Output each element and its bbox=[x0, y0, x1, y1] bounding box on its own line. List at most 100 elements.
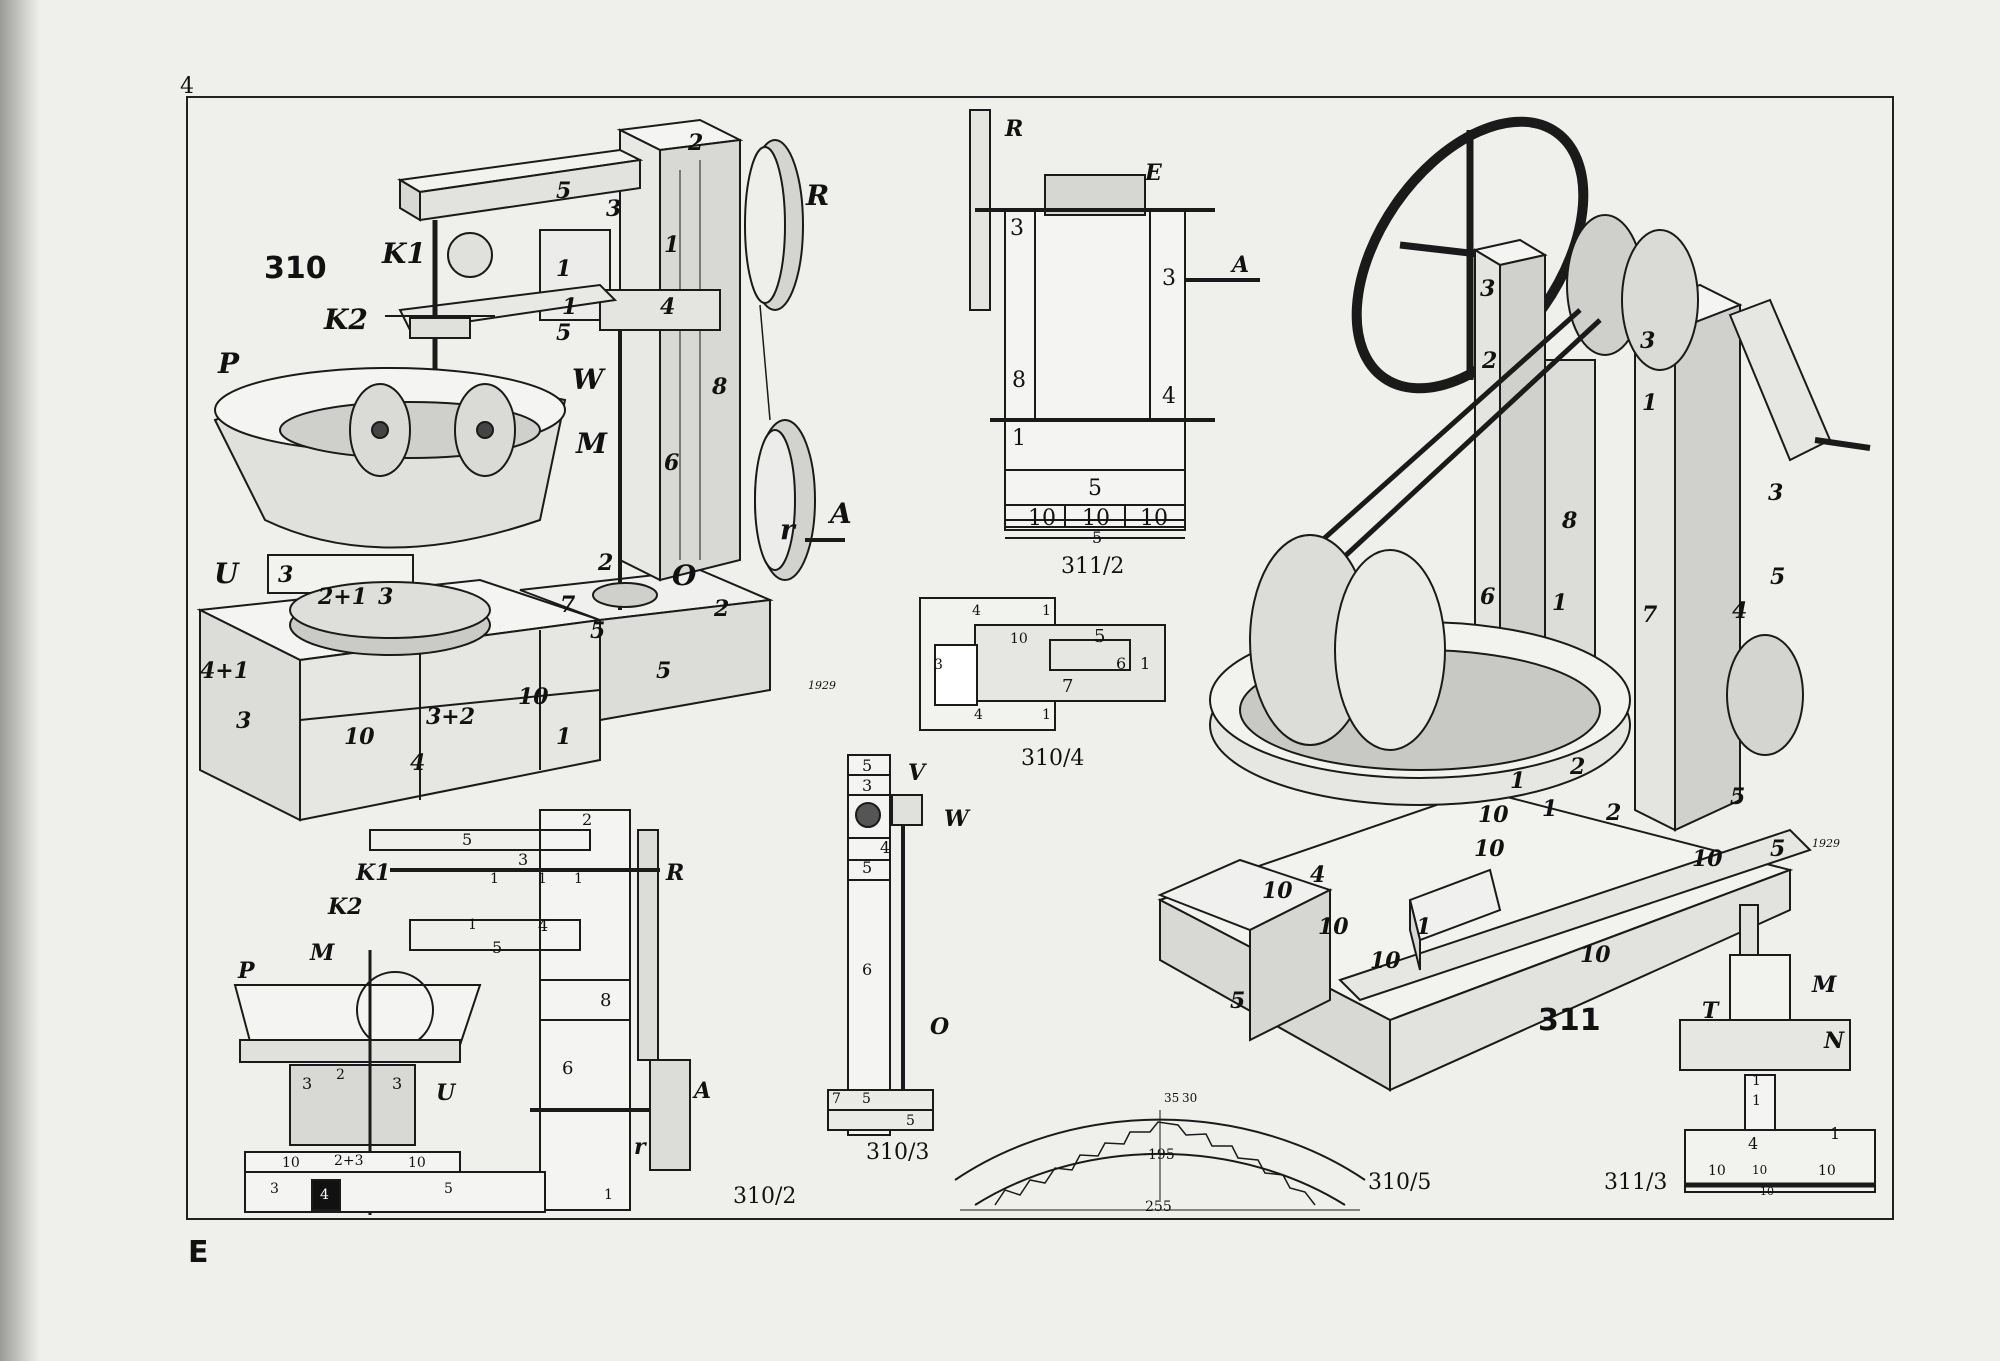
part-310-4: 10 bbox=[1010, 631, 1028, 647]
part-311-2: 4 bbox=[1162, 384, 1176, 409]
artist-mark: 1929 bbox=[808, 679, 836, 692]
label-310-P: P bbox=[218, 347, 240, 380]
part-311: 1 bbox=[1510, 768, 1526, 794]
part-311: 10 bbox=[1262, 878, 1293, 904]
part-310: 5 bbox=[590, 618, 606, 644]
figure-311-drawing bbox=[1157, 116, 1871, 1092]
part-311: 5 bbox=[1730, 784, 1746, 810]
part-310-2: 4 bbox=[320, 1187, 329, 1203]
dimension-310-5-d1: 35 bbox=[1164, 1091, 1180, 1105]
label-311-3-T: T bbox=[1702, 998, 1719, 1024]
label-310-R: R bbox=[806, 179, 830, 212]
part-310-2: 8 bbox=[600, 990, 612, 1011]
label-310-3-V: V bbox=[908, 760, 926, 786]
label-310-2-A: A bbox=[694, 1078, 712, 1104]
part-310-3: 5 bbox=[862, 858, 873, 877]
part-310-2: 6 bbox=[562, 1058, 574, 1079]
label-310-W: W bbox=[572, 363, 604, 396]
part-310: 4+1 bbox=[200, 658, 250, 684]
part-311: 2 bbox=[1570, 754, 1586, 780]
part-310-2: 1 bbox=[468, 917, 477, 933]
part-311-3: 10 bbox=[1752, 1163, 1768, 1177]
figure-number-311: 311 bbox=[1538, 1003, 1601, 1038]
part-311-3: 4 bbox=[1748, 1134, 1759, 1153]
part-311-3: 10 bbox=[1708, 1163, 1726, 1179]
caption-310-3: 310/3 bbox=[866, 1140, 930, 1165]
dimension-310-5-radius: 195 bbox=[1148, 1147, 1175, 1163]
part-311: 4 bbox=[1732, 598, 1748, 624]
part-310-3: 5 bbox=[862, 756, 873, 775]
dimension-310-5-width: 255 bbox=[1145, 1199, 1172, 1215]
part-310-2: 2+3 bbox=[334, 1153, 364, 1169]
part-311: 6 bbox=[1480, 584, 1496, 610]
part-311: 2 bbox=[1482, 348, 1498, 374]
figure-310-drawing bbox=[196, 118, 845, 822]
label-311-3-N: N bbox=[1824, 1028, 1845, 1054]
part-311-3: 1 bbox=[1752, 1073, 1761, 1089]
label-310-2-K1: K1 bbox=[356, 860, 391, 886]
caption-311-3: 311/3 bbox=[1604, 1170, 1668, 1195]
part-310-4: 3 bbox=[934, 657, 943, 673]
part-310: 3 bbox=[278, 562, 294, 588]
label-310-U: U bbox=[214, 557, 239, 590]
part-310-4: 1 bbox=[1042, 603, 1051, 619]
part-311-2: 10 bbox=[1140, 506, 1168, 531]
part-311: 5 bbox=[1230, 988, 1246, 1014]
part-310-2: 10 bbox=[282, 1155, 300, 1171]
part-310-4: 6 bbox=[1116, 654, 1127, 673]
figure-311-2-drawing bbox=[969, 109, 1260, 539]
label-310-2-M: M bbox=[310, 940, 335, 966]
part-311-2: 5 bbox=[1092, 528, 1103, 547]
part-310-2: 1 bbox=[574, 871, 583, 887]
part-310: 3 bbox=[236, 708, 252, 734]
part-310: 6 bbox=[664, 450, 680, 476]
part-311: 10 bbox=[1370, 948, 1401, 974]
part-311-2: 8 bbox=[1012, 368, 1026, 393]
part-310: 7 bbox=[560, 592, 576, 618]
part-311-3: 1 bbox=[1830, 1124, 1841, 1143]
part-311-2: 3 bbox=[1162, 266, 1176, 291]
dimension-310-5-d2: 30 bbox=[1182, 1091, 1198, 1105]
part-310-2: 3 bbox=[302, 1074, 313, 1093]
part-311: 3 bbox=[1640, 328, 1656, 354]
part-310: 3 bbox=[378, 584, 394, 610]
part-310: 1 bbox=[556, 724, 572, 750]
part-311: 10 bbox=[1692, 846, 1723, 872]
part-310: 4 bbox=[660, 294, 676, 320]
part-311: 1 bbox=[1642, 390, 1658, 416]
part-311: 4 bbox=[1310, 862, 1326, 888]
label-310-3-O: O bbox=[930, 1014, 950, 1040]
part-310-2: 5 bbox=[462, 830, 473, 849]
part-310-3: 7 bbox=[832, 1091, 841, 1107]
part-311: 7 bbox=[1642, 602, 1658, 628]
label-310-r: r bbox=[780, 513, 795, 546]
part-310: 1 bbox=[556, 256, 572, 282]
label-311-2-R: R bbox=[1005, 116, 1024, 142]
part-311: 1 bbox=[1552, 590, 1568, 616]
part-310-4: 5 bbox=[1094, 626, 1106, 647]
part-310: 8 bbox=[712, 374, 728, 400]
part-310-4: 4 bbox=[974, 707, 983, 723]
part-311-3: 10 bbox=[1760, 1185, 1774, 1198]
part-310: 3 bbox=[606, 196, 622, 222]
part-310-2: 4 bbox=[538, 916, 549, 935]
part-311: 10 bbox=[1580, 942, 1611, 968]
label-311-2-A: A bbox=[1232, 252, 1250, 278]
label-310-K1: K1 bbox=[382, 237, 426, 270]
part-310-2: 1 bbox=[604, 1187, 613, 1203]
part-310: 2 bbox=[598, 550, 614, 576]
figure-310-4-drawing bbox=[919, 597, 1166, 731]
part-311-2: 10 bbox=[1082, 506, 1110, 531]
label-310-2-K2: K2 bbox=[328, 894, 363, 920]
caption-310-2: 310/2 bbox=[733, 1184, 797, 1209]
figure-310-3-drawing bbox=[827, 754, 934, 1136]
caption-311-2: 311/2 bbox=[1061, 554, 1125, 579]
label-310-3-W: W bbox=[944, 806, 969, 832]
label-311-3-M: M bbox=[1812, 972, 1837, 998]
figure-311-3-drawing bbox=[1679, 904, 1876, 1193]
label-311-2-E: E bbox=[1145, 160, 1162, 186]
part-310: 2 bbox=[688, 130, 704, 156]
figure-310-2-drawing bbox=[233, 809, 691, 1215]
page-binding-shadow bbox=[0, 0, 40, 1361]
